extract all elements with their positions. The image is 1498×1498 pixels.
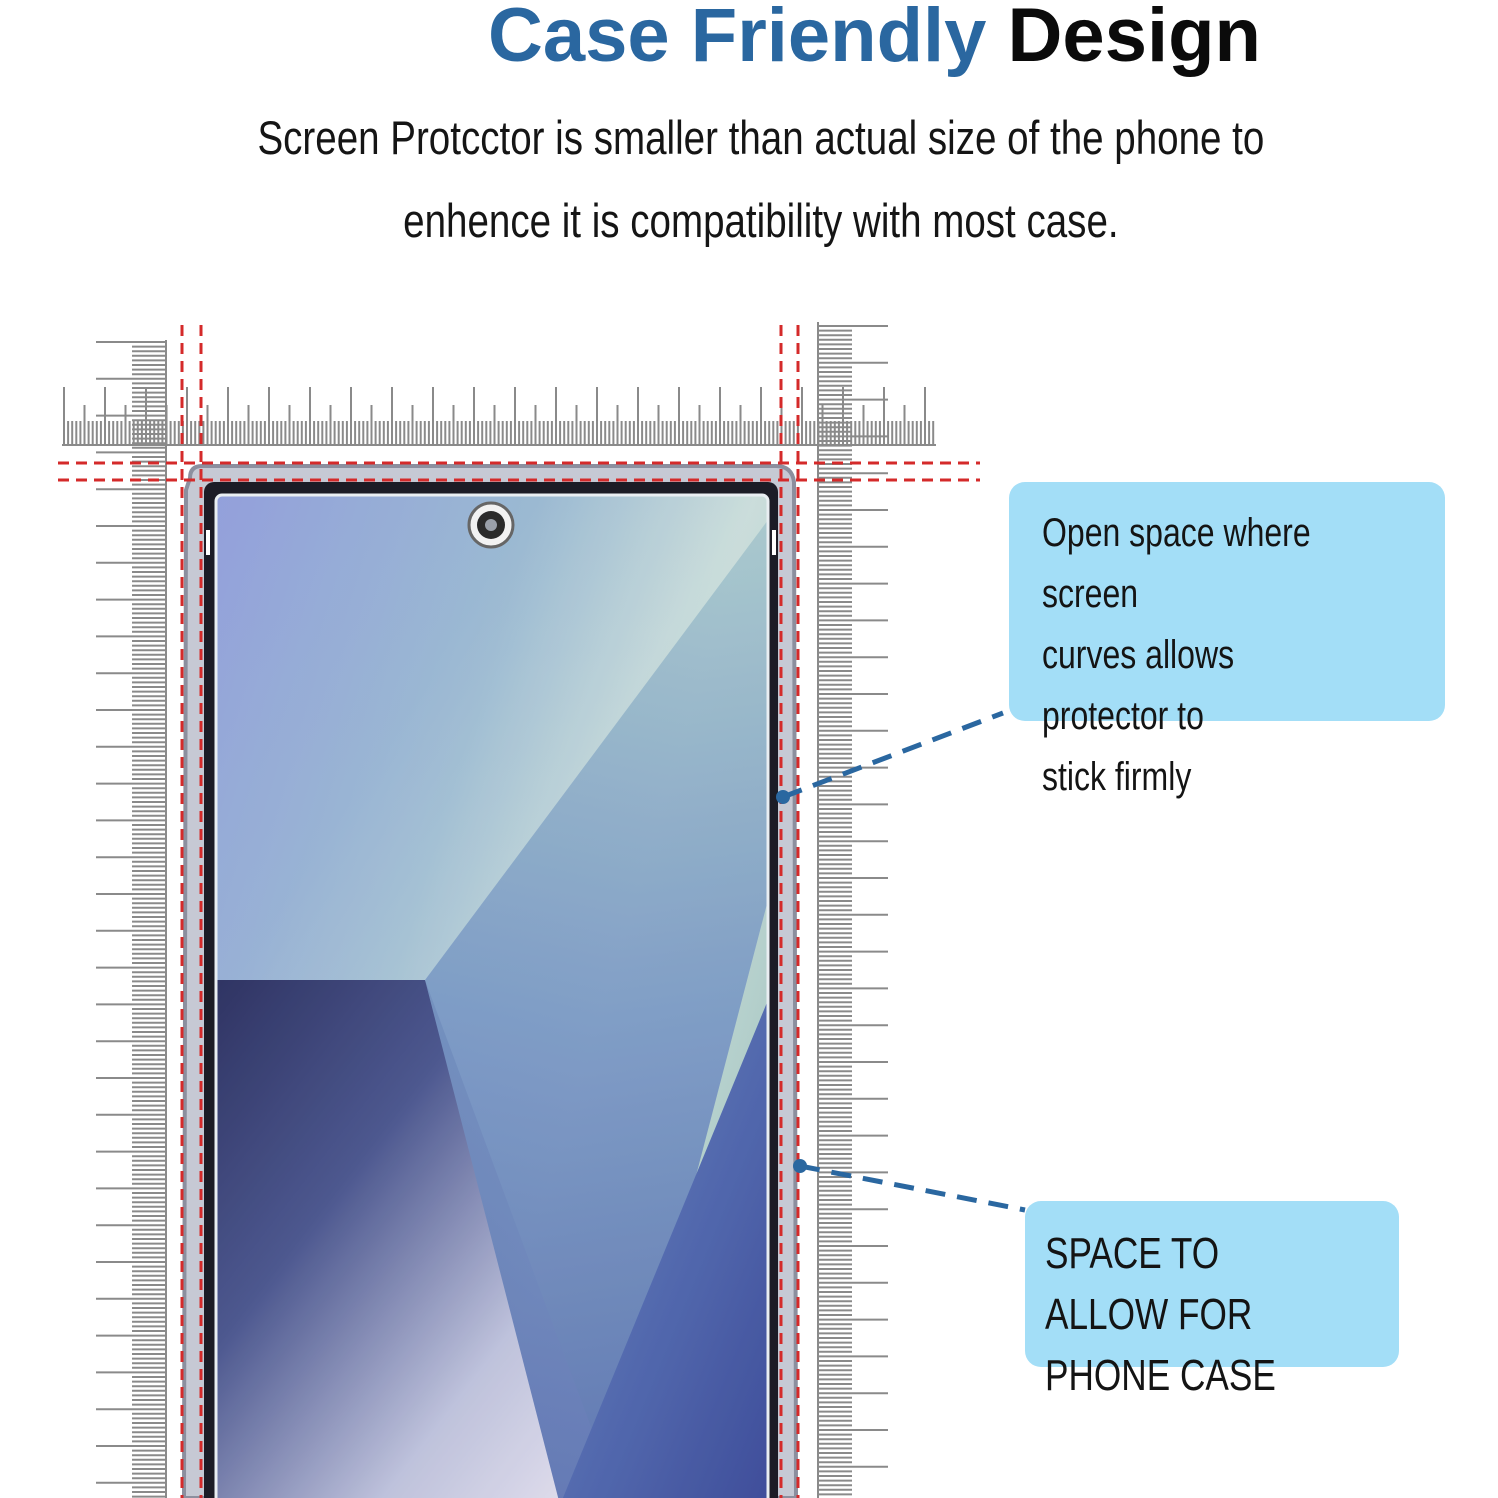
phone-body — [181, 464, 799, 1498]
callout-curve-space-text: Open space where screen curves allows pr… — [1042, 511, 1311, 799]
ruler-right — [817, 322, 888, 1498]
callout-case-space-text: SPACE TO ALLOW FOR PHONE CASE — [1045, 1229, 1276, 1400]
callout-leaders — [776, 710, 1026, 1213]
leader-dot-curve — [776, 790, 790, 804]
title-rest: Design — [1007, 0, 1261, 78]
phone-screen — [216, 495, 768, 1498]
protector-outline — [214, 493, 770, 1498]
leader-dot-case — [793, 1159, 807, 1173]
callout-curve-space: Open space where screen curves allows pr… — [1009, 482, 1445, 799]
measurement-guides — [58, 325, 980, 1498]
callout-case-space: SPACE TO ALLOW FOR PHONE CASE — [1025, 1201, 1399, 1400]
leader-line-case — [799, 1163, 1026, 1213]
ruler-left — [96, 340, 167, 1498]
description-line-1: Screen Protcctor is smaller than actual … — [257, 111, 1265, 164]
leader-line-curve — [782, 710, 1004, 800]
ruler-top — [62, 387, 936, 446]
title-accent: Case Friendly — [488, 0, 987, 78]
camera-hole-icon — [467, 501, 515, 549]
description-line-2: enhence it is compatibility with most ca… — [403, 194, 1119, 247]
